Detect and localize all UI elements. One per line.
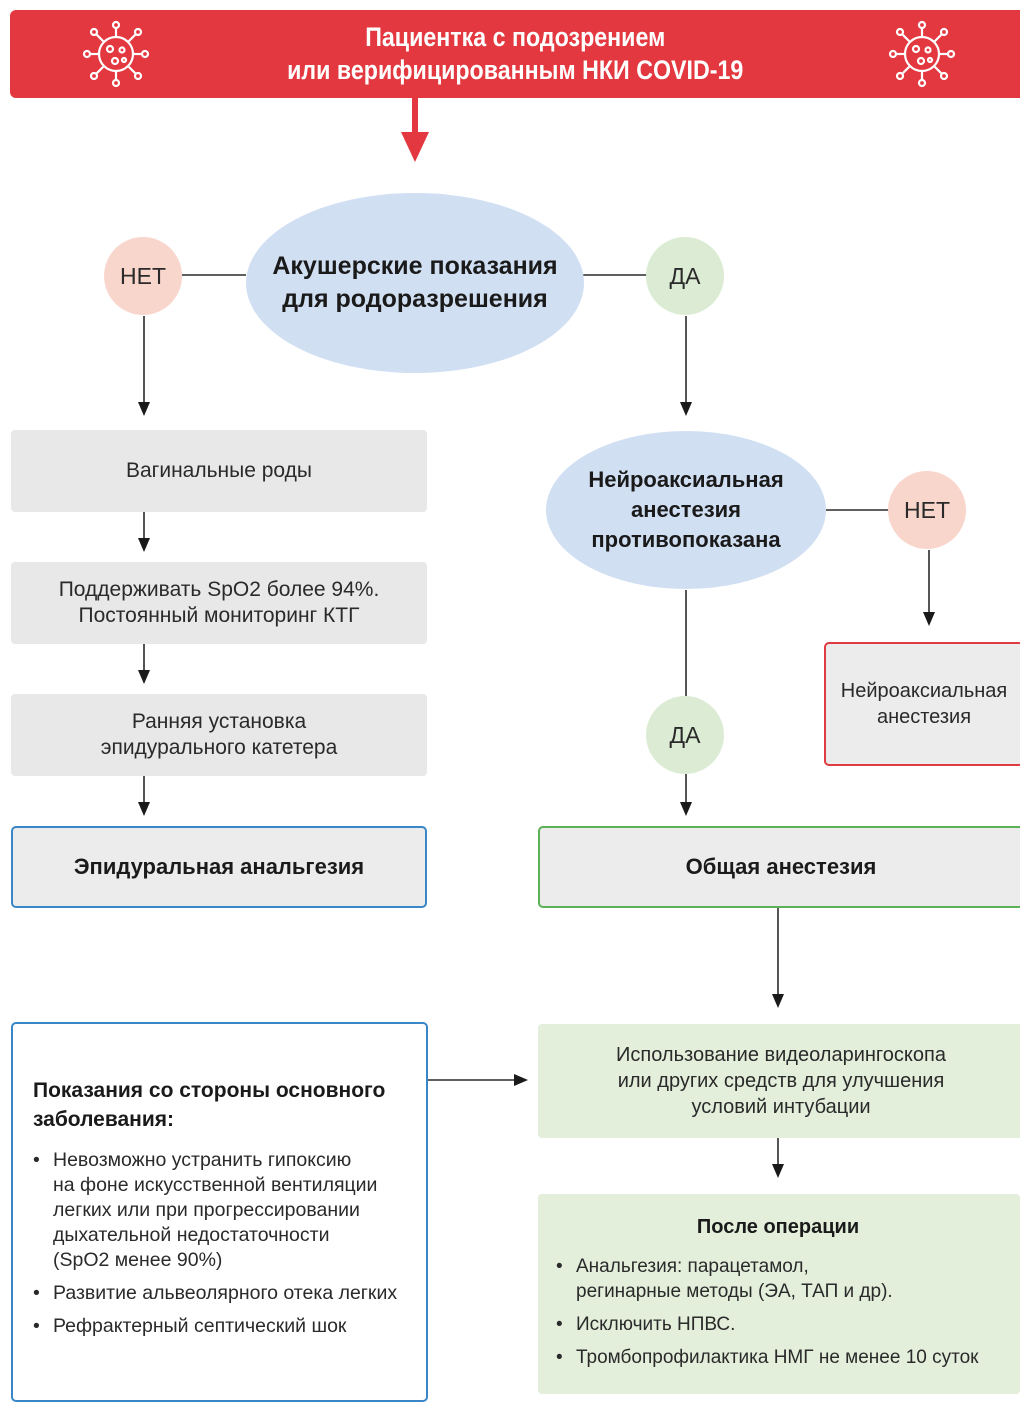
early-catheter-line1: Ранняя установка	[131, 710, 307, 733]
spo2-line2: Постоянный мониторинг КТГ	[78, 604, 360, 627]
after-operation-box: После операции Анальгезия: парацетамол, …	[538, 1194, 1020, 1394]
indications-title: Показания со стороны основного заболеван…	[33, 1076, 416, 1134]
after-operation-item: Исключить НПВС.	[556, 1312, 1020, 1337]
indication-item: Невозможно устранить гипоксию на фоне ис…	[33, 1148, 416, 1273]
spo2-line1: Поддерживать SpO2 более 94%.	[58, 578, 380, 601]
general-anesthesia-text: Общая анестезия	[685, 854, 877, 879]
video-line1: Использование видеоларингоскопа	[616, 1044, 946, 1066]
disease-indications-box: Показания со стороны основного заболеван…	[11, 1022, 428, 1402]
arrowheads	[138, 402, 935, 1178]
indications-title-line2: заболевания:	[33, 1108, 175, 1131]
contra-line3: противопоказана	[591, 527, 781, 552]
obstetric-line1: Акушерские показания	[272, 252, 558, 280]
after-operation-item: Тромбопрофилактика НМГ не менее 10 суток	[556, 1345, 1020, 1370]
indication-item: Развитие альвеолярного отека легких	[33, 1281, 416, 1306]
video-line3: условий интубации	[691, 1096, 871, 1118]
indications-title-line1: Показания со стороны основного	[33, 1079, 386, 1102]
yes-label-obstetric: ДА	[646, 237, 724, 315]
neuro-line1: Нейроаксиальная	[840, 680, 1008, 702]
vaginal-delivery-text: Вагинальные роды	[126, 459, 312, 482]
header-banner: Пациентка с подозрением или верифицирова…	[10, 10, 1020, 98]
no-label-contra: НЕТ	[888, 471, 966, 549]
obstetric-indications-node: Акушерские показания для родоразрешения	[246, 193, 584, 373]
neuraxial-anesthesia-box: Нейроаксиальная анестезия	[824, 642, 1020, 766]
header-title: Пациентка с подозрением или верифицирова…	[287, 21, 743, 87]
early-catheter-box: Ранняя установка эпидурального катетера	[11, 694, 427, 776]
video-line2: или других средств для улучшения	[617, 1070, 945, 1092]
indications-list: Невозможно устранить гипоксию на фоне ис…	[33, 1148, 416, 1339]
virus-icon	[82, 20, 150, 88]
header-arrow	[401, 96, 429, 162]
contra-line1: Нейроаксиальная	[588, 467, 784, 492]
general-anesthesia-box: Общая анестезия	[538, 826, 1020, 908]
header-title-line2: или верифицированным НКИ COVID-19	[286, 55, 744, 85]
vaginal-delivery-box: Вагинальные роды	[11, 430, 427, 512]
after-operation-list: Анальгезия: парацетамол, регинарные мето…	[556, 1254, 1020, 1370]
after-operation-item: Анальгезия: парацетамол, регинарные мето…	[556, 1254, 1020, 1304]
header-title-line1: Пациентка с подозрением	[364, 22, 666, 52]
neuraxial-contraindicated-node: Нейроаксиальная анестезия противопоказан…	[546, 431, 826, 589]
neuro-line2: анестезия	[876, 706, 972, 728]
contra-line2: анестезия	[630, 497, 741, 522]
indication-item: Рефрактерный септический шок	[33, 1314, 416, 1339]
obstetric-line2: для родоразрешения	[282, 285, 548, 313]
virus-icon	[888, 20, 956, 88]
early-catheter-line2: эпидурального катетера	[100, 736, 338, 759]
epidural-analgesia-box: Эпидуральная анальгезия	[11, 826, 427, 908]
videolaryngoscope-box: Использование видеоларингоскопа или друг…	[538, 1024, 1020, 1138]
spo2-monitoring-box: Поддерживать SpO2 более 94%. Постоянный …	[11, 562, 427, 644]
yes-label-contra: ДА	[646, 696, 724, 774]
epidural-analgesia-text: Эпидуральная анальгезия	[73, 854, 365, 879]
no-label-obstetric: НЕТ	[104, 237, 182, 315]
after-operation-title: После операции	[696, 1216, 860, 1238]
